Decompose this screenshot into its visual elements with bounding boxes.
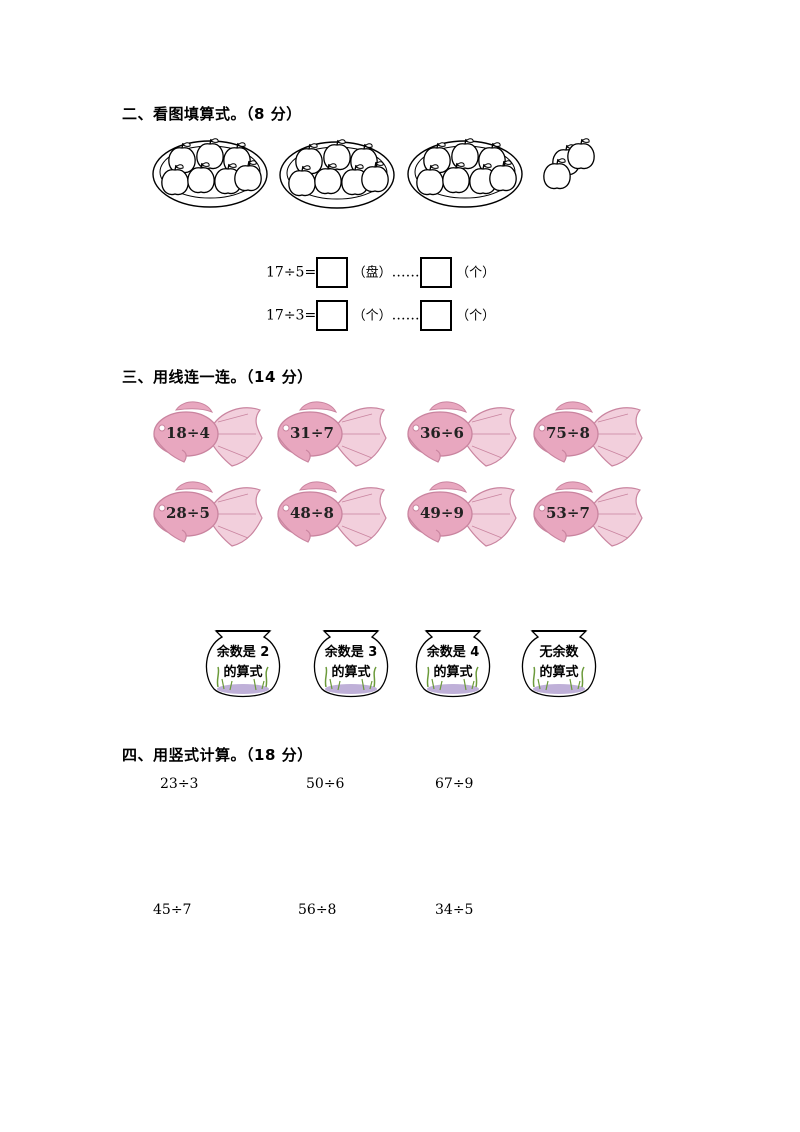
fish-division-label: 53÷7 [546, 504, 590, 522]
fishbowl-icon [313, 630, 389, 698]
fishbowl[interactable]: 无余数的算式 [518, 627, 600, 699]
fish-division-label: 36÷6 [420, 424, 464, 442]
fish-card[interactable]: 18÷4 [148, 400, 264, 470]
answer-box-quotient[interactable] [316, 300, 349, 331]
fishbowl-icon [415, 630, 491, 698]
fish-division-label: 48÷8 [290, 504, 334, 522]
calc-problem: 67÷9 [435, 776, 474, 792]
fish-card[interactable]: 31÷7 [272, 400, 388, 470]
unit-label: （个） [456, 308, 496, 324]
fish-icon [277, 401, 387, 467]
fishbowl-label: 余数是 3 的算式 [317, 643, 385, 683]
fish-card[interactable]: 28÷5 [148, 480, 264, 550]
calc-problem: 23÷3 [160, 776, 199, 792]
fish-grid: 18÷4 31÷7 36÷6 75÷8 28÷5 48÷8 49÷9 53÷7 [148, 400, 644, 550]
calc-problem: 56÷8 [298, 902, 337, 918]
unit-label: （个） [456, 265, 496, 281]
fishbowl-label: 余数是 4 的算式 [419, 643, 487, 683]
unit-label: （个） [352, 308, 392, 324]
fish-card[interactable]: 49÷9 [402, 480, 518, 550]
fish-division-label: 18÷4 [166, 424, 210, 442]
answer-box-remainder[interactable] [419, 300, 452, 331]
fish-division-label: 31÷7 [290, 424, 334, 442]
fish-icon [277, 481, 387, 547]
remainder-dots: …… [391, 307, 420, 324]
fishbowl-label: 无余数的算式 [525, 643, 593, 683]
answer-box-quotient[interactable] [316, 257, 349, 288]
fish-icon [153, 401, 263, 467]
fish-division-label: 28÷5 [166, 504, 210, 522]
fishbowl-icon [205, 630, 281, 698]
section-two-title: 二、看图填算式。（8 分） [122, 105, 302, 123]
calc-problem: 45÷7 [153, 902, 192, 918]
fish-division-label: 49÷9 [420, 504, 464, 522]
fishbowl-label-line1: 无余数 [539, 645, 579, 660]
unit-label: （盘） [352, 265, 392, 281]
fish-icon [533, 481, 643, 547]
fishbowl[interactable]: 余数是 2 的算式 [202, 627, 284, 699]
fishbowl-label-line2: 的算式 [433, 665, 473, 680]
fishbowl-icon [521, 630, 597, 698]
equation-row-2: 17÷3= （个）…… （个） [266, 300, 495, 331]
section-three-title: 三、用线连一连。（14 分） [122, 368, 313, 386]
remainder-dots: …… [391, 264, 420, 281]
equation-expression: 17÷5= [266, 264, 317, 281]
answer-box-remainder[interactable] [419, 257, 452, 288]
fishbowl-label: 余数是 2 的算式 [209, 643, 277, 683]
fish-division-label: 75÷8 [546, 424, 590, 442]
fishbowl[interactable]: 余数是 4 的算式 [412, 627, 494, 699]
fish-icon [533, 401, 643, 467]
calc-problem: 34÷5 [435, 902, 474, 918]
fishbowl-label-line1: 余数是 3 [324, 645, 378, 660]
fish-card[interactable]: 53÷7 [528, 480, 644, 550]
fish-icon [407, 401, 517, 467]
fish-icon [153, 481, 263, 547]
fishbowl-label-line2: 的算式 [331, 665, 371, 680]
calc-problem: 50÷6 [306, 776, 345, 792]
fishbowl-label-line2: 的算式 [539, 665, 579, 680]
fish-card[interactable]: 36÷6 [402, 400, 518, 470]
fishbowl-label-line1: 余数是 2 [216, 645, 270, 660]
fishbowl[interactable]: 余数是 3 的算式 [310, 627, 392, 699]
fishbowl-label-line1: 余数是 4 [426, 645, 480, 660]
fish-icon [407, 481, 517, 547]
section-four-title: 四、用竖式计算。（18 分） [122, 746, 313, 764]
fishbowl-label-line2: 的算式 [223, 665, 263, 680]
fish-card[interactable]: 48÷8 [272, 480, 388, 550]
equation-row-1: 17÷5= （盘）…… （个） [266, 257, 495, 288]
fish-card[interactable]: 75÷8 [528, 400, 644, 470]
equation-expression: 17÷3= [266, 307, 317, 324]
